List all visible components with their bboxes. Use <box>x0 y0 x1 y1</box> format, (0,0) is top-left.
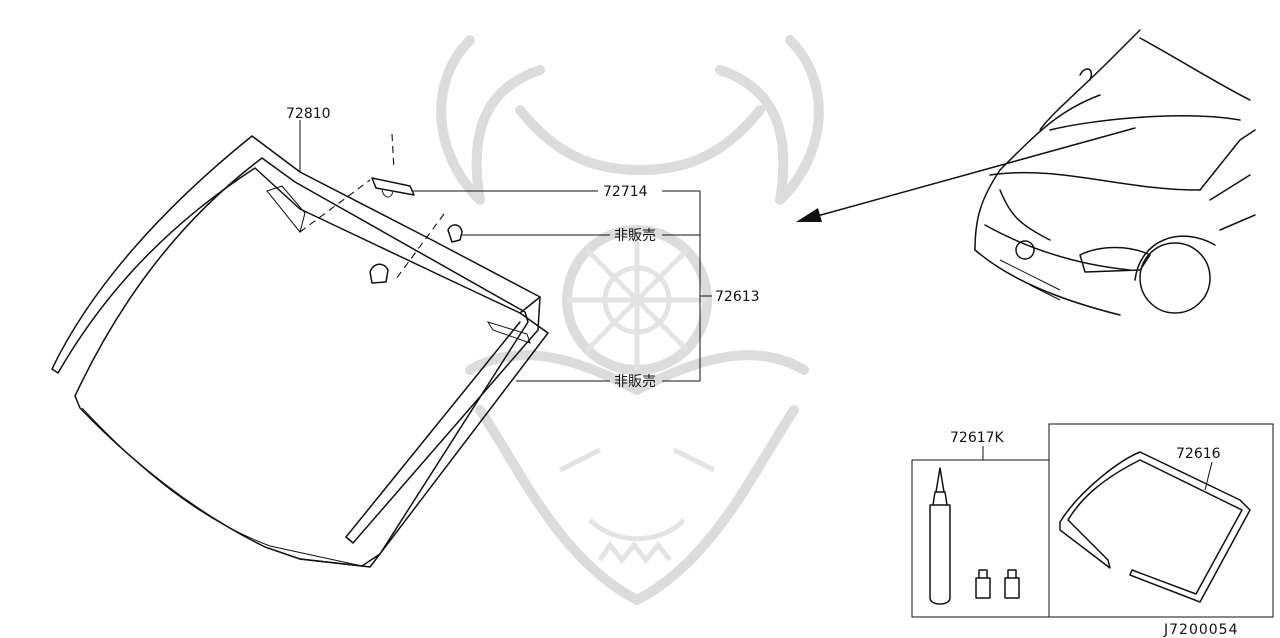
sealant-kit-box <box>911 446 1050 618</box>
windshield-glass <box>51 135 541 567</box>
samurai-helmet-logo-watermark <box>436 35 824 605</box>
dam-rubber-box <box>1048 423 1274 618</box>
part-number-72714: 72714 <box>603 184 648 200</box>
mirror-base-part <box>299 133 415 233</box>
adhesive-tube-icon <box>929 467 951 605</box>
part-number-72810: 72810 <box>286 106 331 122</box>
part-not-sold-upper: 非販売 <box>614 228 656 244</box>
clip-lower-part <box>369 263 389 284</box>
part-number-72613: 72613 <box>715 289 760 305</box>
primer-bottle-icon <box>975 569 1020 599</box>
part-not-sold-lower: 非販売 <box>614 374 656 390</box>
windshield-dam-icon <box>1059 451 1251 603</box>
direction-arrow <box>796 127 1136 222</box>
leader-lines <box>299 120 712 382</box>
part-number-72616: 72616 <box>1176 446 1221 462</box>
car-front-view-icon <box>974 29 1256 316</box>
diagram-id: J7200054 <box>1163 622 1238 638</box>
windshield-molding <box>299 296 549 568</box>
clip-upper-part <box>395 213 463 280</box>
part-number-72617k: 72617K <box>950 430 1005 446</box>
